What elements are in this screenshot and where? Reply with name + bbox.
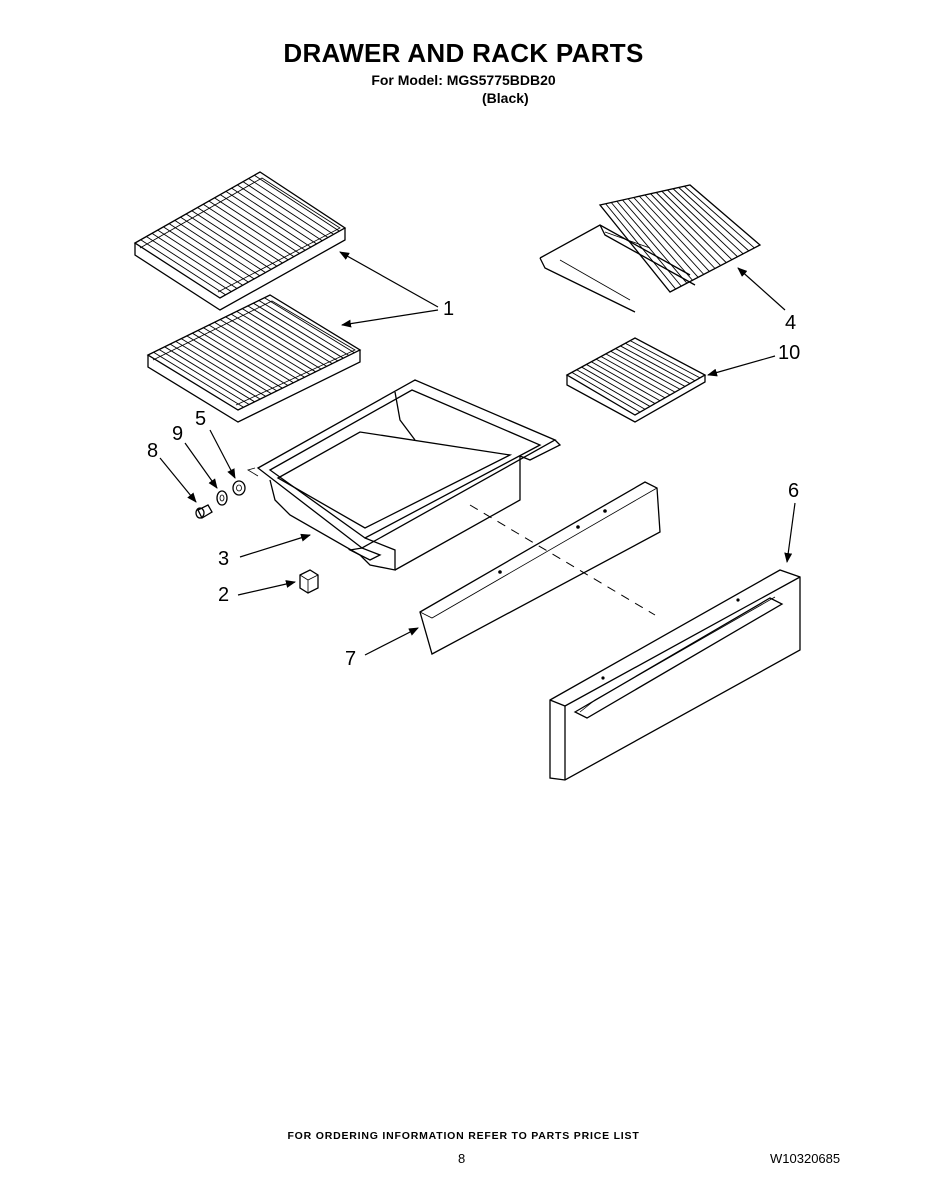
rack-wire [610, 350, 681, 390]
rack-wire [581, 366, 651, 407]
document-number: W10320685 [770, 1151, 841, 1166]
callout-4: 4 [785, 312, 796, 334]
rack-wire [197, 207, 283, 264]
rack-wire [661, 190, 733, 261]
rack-wire [655, 192, 727, 263]
callout-10: 10 [778, 342, 800, 364]
rack-wire [616, 200, 688, 284]
rack-wire [237, 184, 323, 242]
rack-wire [242, 181, 329, 238]
rack-wire [236, 310, 327, 367]
rack-wire [253, 302, 344, 359]
rack-wire [600, 356, 671, 396]
rack-wire [203, 327, 294, 384]
rack-wire [591, 361, 661, 402]
rack-wire [622, 199, 693, 281]
callout-2: 2 [218, 584, 229, 606]
rack-wire [595, 358, 666, 399]
rack-wire [242, 308, 333, 365]
rack-wire [186, 335, 278, 392]
callout-5: 5 [195, 408, 206, 430]
rack-wire [191, 210, 278, 267]
rack-wire [627, 198, 699, 278]
rack-wire [202, 203, 289, 261]
half-rack [565, 337, 707, 423]
oven-rack-upper [133, 171, 347, 311]
rack-wire [629, 340, 701, 379]
rack-wire [667, 189, 738, 258]
rack-wire [684, 185, 755, 249]
model-line: For Model: MGS5775BDB20 [371, 72, 556, 88]
rack-wire [264, 297, 355, 354]
rack-wire [254, 174, 340, 232]
rack-wire [158, 349, 250, 405]
rack-wire [225, 190, 312, 248]
rack-wire [140, 239, 226, 296]
rack-wire [625, 342, 696, 382]
rack-wire [605, 203, 676, 290]
rack-wire [153, 351, 244, 408]
rack-wire [571, 371, 641, 413]
ordering-info: FOR ORDERING INFORMATION REFER TO PARTS … [287, 1130, 640, 1142]
rack-wire [168, 223, 255, 280]
rack-wire [208, 324, 300, 381]
rack-wire [157, 229, 243, 286]
rack-wire [231, 187, 317, 245]
rack-wire [576, 369, 646, 410]
callout-9: 9 [172, 423, 183, 445]
drawer-bumper [299, 569, 319, 594]
rack-wire [164, 346, 255, 403]
rack-wire [214, 197, 300, 254]
rack-wire [620, 345, 691, 384]
rack-wire [180, 216, 266, 273]
rack-wire [181, 338, 272, 395]
rack-wire [192, 332, 283, 389]
rack-wire [219, 194, 306, 251]
drawer-back-panel [419, 481, 661, 655]
rack-wire [230, 313, 322, 370]
rack-wire [248, 178, 334, 235]
color-line: (Black) [482, 90, 529, 106]
callout-3: 3 [218, 548, 229, 570]
rack-wire [615, 348, 686, 387]
rack-wire [247, 305, 339, 362]
callout-1: 1 [443, 298, 454, 320]
rack-wire [174, 220, 261, 277]
rack-wire [163, 226, 249, 283]
oven-rack-lower [146, 294, 362, 423]
roll-out-rack [539, 184, 762, 313]
callout-7: 7 [345, 648, 356, 670]
callout-8: 8 [147, 440, 158, 462]
rack-wire [650, 193, 721, 266]
rack-wire [225, 316, 316, 373]
rack-wire [586, 364, 656, 404]
rack-wire [258, 300, 350, 356]
drawer-roller-assembly [195, 480, 246, 519]
page-number: 8 [458, 1151, 466, 1166]
rack-wire [151, 232, 238, 289]
page-title: DRAWER AND RACK PARTS [283, 38, 644, 68]
rack-wire [169, 343, 261, 400]
drawer-pan [247, 379, 562, 571]
rack-wire [208, 200, 295, 258]
rack-wire [197, 330, 289, 386]
rack-wire [678, 187, 750, 252]
rack-wire [219, 319, 311, 375]
rack-wire [146, 236, 232, 293]
drawer-front-panel [549, 569, 801, 781]
rack-wire [605, 353, 676, 393]
callout-6: 6 [788, 480, 799, 502]
rack-wire [633, 197, 705, 275]
rack-wire [672, 188, 744, 255]
rack-wire [644, 194, 716, 269]
rack-wire [214, 321, 305, 378]
rack-wire [639, 195, 710, 272]
rack-wire [610, 202, 682, 287]
rack-wire [185, 213, 272, 270]
alignment-line [469, 504, 656, 616]
leader-lines [159, 251, 796, 656]
rack-wire [175, 340, 266, 397]
